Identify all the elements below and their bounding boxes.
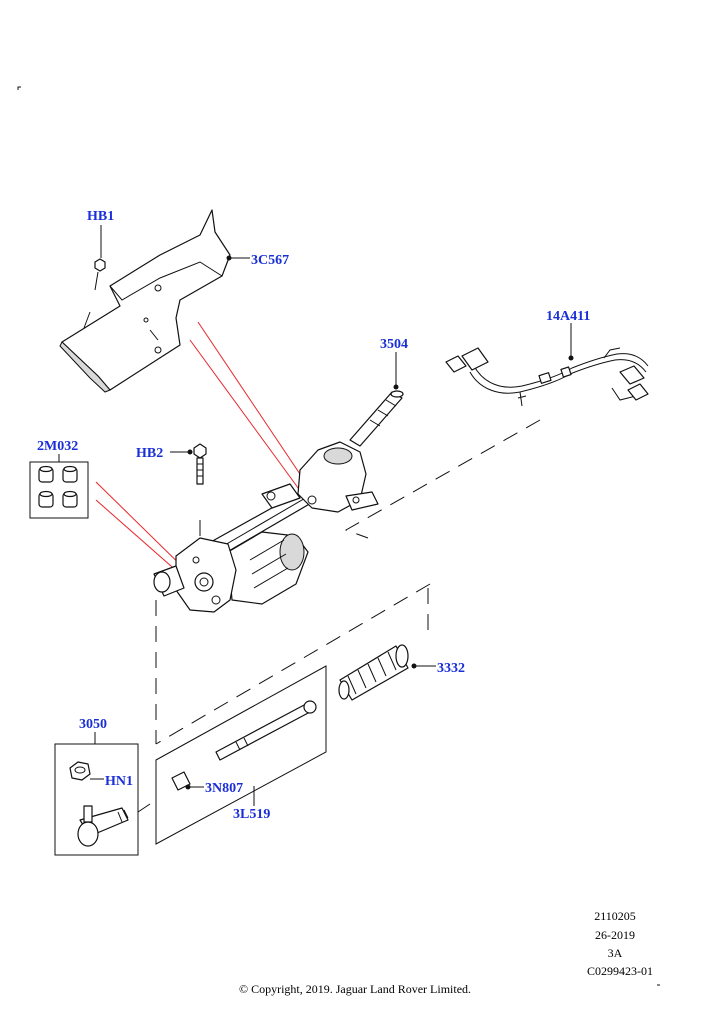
wiring-harness[interactable] <box>445 347 649 407</box>
callout-2m032[interactable]: 2M032 <box>37 439 78 454</box>
nut-hn1[interactable] <box>69 761 91 781</box>
callout-3504[interactable]: 3504 <box>380 337 408 352</box>
dashed-guide <box>344 419 541 539</box>
callout-hb1[interactable]: HB1 <box>87 209 114 224</box>
image-code: C0299423-01 <box>587 964 653 978</box>
dashed-guide <box>155 583 431 745</box>
reference-date: 26-2019 <box>595 928 635 942</box>
revision-code: 3A <box>608 946 623 960</box>
corner-mark <box>17 86 21 90</box>
pinion-shaft[interactable] <box>349 390 404 447</box>
heat-shield[interactable] <box>59 209 231 393</box>
reference-number: 2110205 <box>594 909 636 923</box>
inner-tie-rod[interactable] <box>215 700 317 761</box>
tie-rod-box <box>155 665 327 845</box>
mounting-bushings[interactable] <box>38 465 78 508</box>
tie-rod-end-box <box>54 743 139 856</box>
copyright-notice: © Copyright, 2019. Jaguar Land Rover Lim… <box>239 982 471 996</box>
dashed-guide <box>137 803 151 813</box>
bushings-box <box>29 461 89 519</box>
bolt-hb2[interactable] <box>193 443 207 485</box>
tie-rod-end[interactable] <box>77 805 129 847</box>
clip-3n807[interactable] <box>171 771 191 791</box>
callout-hn1[interactable]: HN1 <box>105 774 133 789</box>
callout-hb2[interactable]: HB2 <box>136 446 163 461</box>
callout-3l519[interactable]: 3L519 <box>233 807 270 822</box>
steering-gear-assembly[interactable] <box>153 441 379 613</box>
callout-3c567[interactable]: 3C567 <box>251 253 289 268</box>
callout-3n807[interactable]: 3N807 <box>205 781 243 796</box>
callout-14a411[interactable]: 14A411 <box>546 309 590 324</box>
callout-3332[interactable]: 3332 <box>437 661 465 676</box>
guide-line <box>197 321 313 493</box>
bolt-hb1[interactable] <box>94 258 106 291</box>
steering-rack-boot[interactable] <box>338 644 409 701</box>
callout-3050[interactable]: 3050 <box>79 717 107 732</box>
guide-line <box>189 339 305 497</box>
